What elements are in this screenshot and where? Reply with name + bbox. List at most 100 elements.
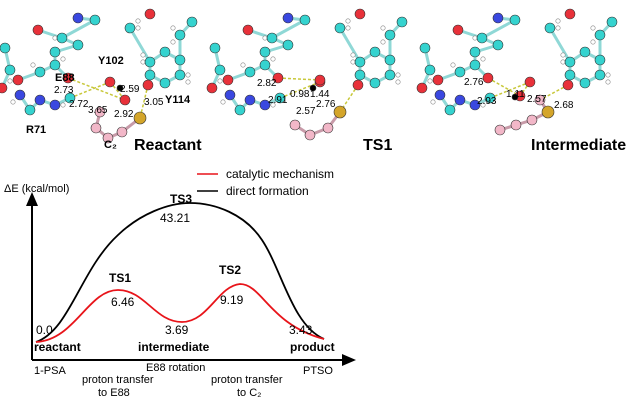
atom <box>492 12 504 24</box>
atom <box>56 32 68 44</box>
atom <box>49 99 61 111</box>
atom <box>144 8 156 20</box>
panel-title-intermediate: Intermediate <box>531 137 626 154</box>
atom <box>416 82 428 94</box>
axes <box>26 192 356 366</box>
atom <box>49 59 61 71</box>
hydrogen-atom <box>60 56 66 62</box>
atom <box>159 46 171 58</box>
atom <box>333 105 347 119</box>
hydrogen-bond <box>277 77 321 81</box>
atom <box>469 46 481 58</box>
atom <box>144 56 156 68</box>
distance-label: 2.57 <box>527 94 547 105</box>
hydrogen-atom <box>170 25 176 31</box>
atom <box>541 105 555 119</box>
state-value-ts2: 9.19 <box>220 293 244 307</box>
hydrogen-atom <box>430 99 436 105</box>
hydrogen-atom <box>555 18 561 24</box>
atom <box>259 59 271 71</box>
atom <box>526 114 538 126</box>
hydrogen-atom <box>350 59 356 65</box>
distance-label: 2.76 <box>316 99 336 110</box>
hydrogen-atom <box>427 78 433 84</box>
atom <box>186 16 198 28</box>
hydrogen-atom <box>345 18 351 24</box>
hydrogen-atom <box>10 99 16 105</box>
distance-label: 2.68 <box>554 100 574 111</box>
hydrogen-atom <box>480 56 486 62</box>
atom <box>206 82 218 94</box>
atom <box>104 76 116 88</box>
hydrogen-atom <box>345 25 351 31</box>
atom <box>174 54 186 66</box>
atom <box>274 92 286 104</box>
curve-direct-formation <box>35 202 325 343</box>
hydrogen-atom <box>350 52 356 58</box>
atom <box>384 54 396 66</box>
atom <box>242 24 254 36</box>
label-r71: R71 <box>26 124 46 136</box>
hydrogen-atom <box>7 78 13 84</box>
atom <box>133 111 147 125</box>
atom <box>384 69 396 81</box>
stage-label-product: product <box>290 340 335 354</box>
atom <box>452 24 464 36</box>
atom <box>579 46 591 58</box>
hydrogen-bond <box>69 81 111 99</box>
hydrogen-atom <box>220 99 226 105</box>
distance-label: 0.98 <box>290 89 310 100</box>
step-label-to-e88-line1: proton transfer <box>82 374 154 386</box>
hydrogen-atom <box>380 39 386 45</box>
atom <box>89 14 101 26</box>
distance-label: 2.92 <box>114 109 134 120</box>
state-name-ts3: TS3 <box>170 192 192 206</box>
stage-label-intermediate: intermediate <box>138 340 210 354</box>
stage-label-reactant: reactant <box>34 340 81 354</box>
hydrogen-bond <box>139 84 149 119</box>
atom <box>62 72 74 84</box>
atom <box>282 39 294 51</box>
atom <box>469 99 481 111</box>
atom <box>309 84 317 92</box>
atom <box>469 59 481 71</box>
bond <box>270 18 307 40</box>
state-value-ts1: 6.46 <box>111 295 135 309</box>
atom <box>289 119 301 131</box>
label-y114: Y114 <box>165 94 191 106</box>
bond <box>60 18 97 40</box>
atom <box>90 122 102 134</box>
distance-label: 2.72 <box>69 99 89 110</box>
distance-label: 2.76 <box>464 77 484 88</box>
distance-label: 2.73 <box>54 85 74 96</box>
state-value-ts3: 43.21 <box>160 211 190 225</box>
atom <box>594 54 606 66</box>
state-value-reactant: 0.0 <box>36 323 53 337</box>
distance-label: 1.11 <box>506 89 525 100</box>
atom <box>314 74 326 86</box>
atom <box>266 32 278 44</box>
distances-intermediate: 2.76 2.93 1.11 2.57 2.68 <box>464 77 574 111</box>
atom <box>544 22 556 34</box>
atom <box>174 29 186 41</box>
atom <box>272 72 284 84</box>
atom <box>369 77 381 89</box>
atom <box>352 79 364 91</box>
panel-ts1 <box>206 8 408 141</box>
atom <box>606 16 618 28</box>
atom <box>282 12 294 24</box>
hydrogen-atom <box>590 39 596 45</box>
atom <box>564 69 576 81</box>
atom <box>72 39 84 51</box>
hydrogen-atom <box>135 18 141 24</box>
hydrogen-atom <box>60 102 66 108</box>
state-value-intermediate: 3.69 <box>165 323 189 337</box>
atom <box>116 126 128 138</box>
atom <box>12 74 24 86</box>
atom <box>334 22 346 34</box>
distance-label: 1.44 <box>310 89 330 100</box>
state-value-product: 3.43 <box>289 323 313 337</box>
atom <box>354 69 366 81</box>
atom <box>454 66 466 78</box>
